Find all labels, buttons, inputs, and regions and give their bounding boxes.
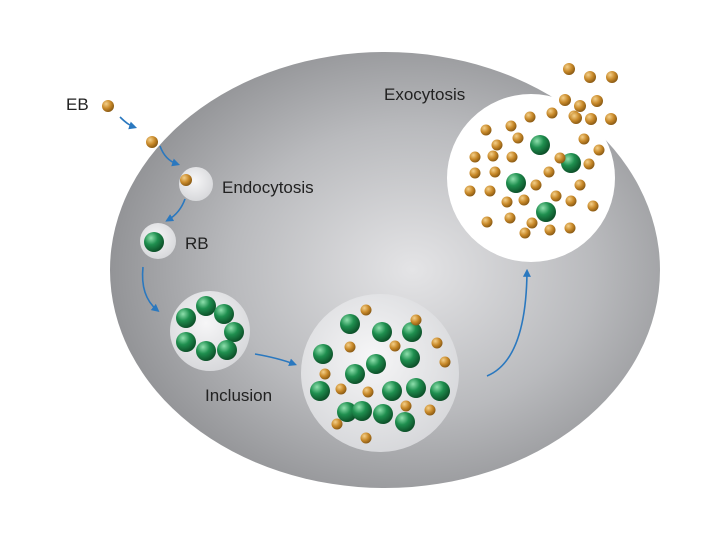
eb-particle-icon — [518, 194, 530, 206]
eb-particle-icon — [587, 200, 599, 212]
arrow-to-exocytosis — [486, 268, 531, 377]
rb-particle-icon — [382, 381, 402, 401]
eb-particle-icon — [360, 304, 372, 316]
eb-particle-icon — [400, 400, 412, 412]
rb-particle-icon — [176, 332, 196, 352]
eb-particle-icon — [431, 337, 443, 349]
rb-particle-icon — [352, 401, 372, 421]
eb-particle-icon — [146, 136, 158, 148]
rb-particle-icon — [430, 381, 450, 401]
rb-particle-icon — [214, 304, 234, 324]
rb-particle-icon — [196, 296, 216, 316]
eb-particle-icon — [578, 133, 590, 145]
rb-particle-icon — [506, 173, 526, 193]
rb-particle-icon — [406, 378, 426, 398]
eb-particle-icon — [331, 418, 343, 430]
eb-particle-icon — [491, 139, 503, 151]
eb-particle-icon — [469, 151, 481, 163]
eb-particle-icon — [585, 113, 597, 125]
arrow-eb-to-cell — [119, 116, 138, 130]
arrow-to-rb — [165, 198, 186, 222]
eb-particle-icon — [554, 152, 566, 164]
rb-particle-icon — [402, 322, 422, 342]
eb-particle-icon — [360, 432, 372, 444]
eb-particle-icon — [501, 196, 513, 208]
rb-particle-icon — [144, 232, 164, 252]
rb-particle-icon — [217, 340, 237, 360]
rb-particle-icon — [372, 322, 392, 342]
eb-particle-icon — [424, 404, 436, 416]
rb-particle-icon — [176, 308, 196, 328]
label-rb: RB — [185, 234, 209, 253]
label-inclusion: Inclusion — [205, 386, 272, 405]
eb-particle-icon — [559, 94, 571, 106]
rb-particle-icon — [196, 341, 216, 361]
eb-particle-icon — [344, 341, 356, 353]
eb-particle-icon — [519, 227, 531, 239]
eb-particle-icon — [362, 386, 374, 398]
rb-particle-icon — [313, 344, 333, 364]
eb-particle-icon — [530, 179, 542, 191]
eb-particle-icon — [489, 166, 501, 178]
label-exocytosis: Exocytosis — [384, 85, 465, 104]
rb-particle-icon — [395, 412, 415, 432]
eb-particle-icon — [504, 212, 516, 224]
eb-particle-icon — [410, 314, 422, 326]
eb-particle-icon — [319, 368, 331, 380]
eb-particle-icon — [565, 195, 577, 207]
eb-particle-icon — [439, 356, 451, 368]
eb-particle-icon — [570, 112, 582, 124]
rb-particle-icon — [373, 404, 393, 424]
rb-particle-icon — [224, 322, 244, 342]
arrow-to-mature-inclusion — [254, 353, 297, 367]
rb-particle-icon — [400, 348, 420, 368]
eb-particle-icon — [583, 158, 595, 170]
rb-particle-icon — [345, 364, 365, 384]
eb-particle-icon — [480, 124, 492, 136]
eb-particle-icon — [526, 217, 538, 229]
eb-particle-icon — [484, 185, 496, 197]
eb-particle-icon — [593, 144, 605, 156]
rb-particle-icon — [561, 153, 581, 173]
eb-particle-icon — [543, 166, 555, 178]
eb-particle-icon — [335, 383, 347, 395]
eb-particle-icon — [544, 224, 556, 236]
eb-particle-icon — [574, 179, 586, 191]
rb-particle-icon — [530, 135, 550, 155]
eb-particle-icon — [584, 71, 596, 83]
eb-particle-icon — [574, 100, 586, 112]
eb-particle-icon — [464, 185, 476, 197]
eb-particle-icon — [506, 151, 518, 163]
eb-particle-icon — [512, 132, 524, 144]
rb-particle-icon — [366, 354, 386, 374]
eb-particle-icon — [550, 190, 562, 202]
eb-particle-icon — [481, 216, 493, 228]
rb-particle-icon — [337, 402, 357, 422]
eb-particle-icon — [469, 167, 481, 179]
arrow-to-endocytosis — [159, 145, 181, 167]
label-endocytosis: Endocytosis — [222, 178, 314, 197]
eb-particle-icon — [546, 107, 558, 119]
eb-particle-icon — [591, 95, 603, 107]
eb-particle-icon — [487, 150, 499, 162]
eb-particle-icon — [102, 100, 114, 112]
eb-particle-icon — [505, 120, 517, 132]
label-eb: EB — [66, 95, 89, 114]
rb-particle-icon — [536, 202, 556, 222]
eb-particle-icon — [524, 111, 536, 123]
eb-particle-icon — [563, 63, 575, 75]
particles — [102, 63, 618, 444]
rb-particle-icon — [340, 314, 360, 334]
arrow-to-early-inclusion — [141, 266, 160, 313]
rb-particle-icon — [310, 381, 330, 401]
eb-particle-icon — [606, 71, 618, 83]
eb-particle-icon — [564, 222, 576, 234]
flow-arrows — [119, 116, 531, 377]
eb-particle-icon — [180, 174, 192, 186]
eb-particle-icon — [605, 113, 617, 125]
eb-particle-icon — [389, 340, 401, 352]
